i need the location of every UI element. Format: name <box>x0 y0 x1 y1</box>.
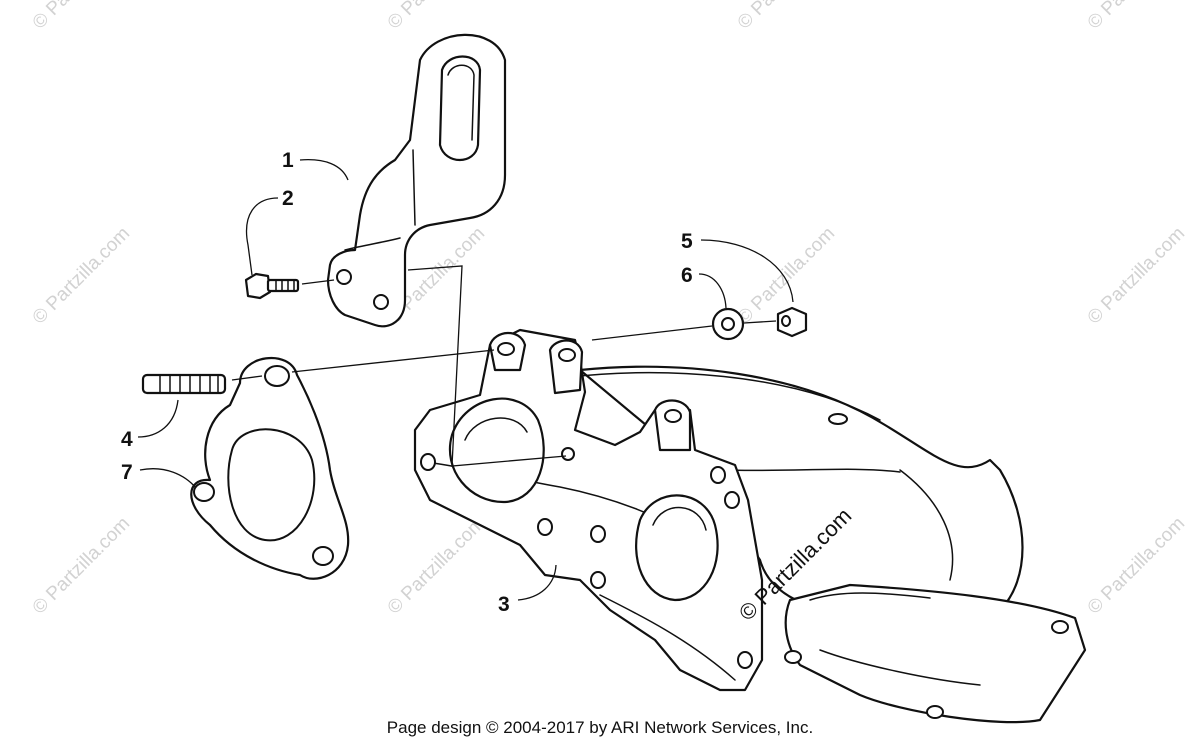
watermark-text: © Partzilla.com <box>1084 513 1189 618</box>
part-3-exhaust-manifold <box>413 328 1087 724</box>
callout-4: 4 <box>121 428 133 451</box>
page-footer: Page design © 2004-2017 by ARI Network S… <box>386 718 814 737</box>
callout-labels: 1 2 3 4 5 6 7 <box>121 149 693 616</box>
assembly-guide-lines <box>231 265 777 467</box>
watermark-text: © Partzilla.com <box>734 0 839 34</box>
callout-1: 1 <box>282 149 294 172</box>
watermark-text: © Partzilla.com <box>384 0 489 34</box>
callout-5: 5 <box>681 230 693 253</box>
watermark-text: © Partzilla.com <box>29 513 134 618</box>
watermark-text: © Partzilla.com <box>1084 0 1189 34</box>
watermark-text: © Partzilla.com <box>384 513 489 618</box>
part-2-bolt <box>244 272 300 300</box>
part-5-nut <box>776 306 808 338</box>
callout-2: 2 <box>282 187 294 210</box>
callout-7: 7 <box>121 461 133 484</box>
part-1-bracket <box>326 33 507 328</box>
leader-lines <box>137 159 794 601</box>
callout-3: 3 <box>498 593 510 616</box>
watermark-text: © Partzilla.com <box>29 0 134 34</box>
part-4-stud <box>141 373 227 395</box>
watermark-text: © Partzilla.com <box>1084 223 1189 328</box>
watermark-text: © Partzilla.com <box>29 223 134 328</box>
callout-6: 6 <box>681 264 693 287</box>
part-6-washer <box>711 307 745 341</box>
part-7-gasket <box>190 356 350 580</box>
